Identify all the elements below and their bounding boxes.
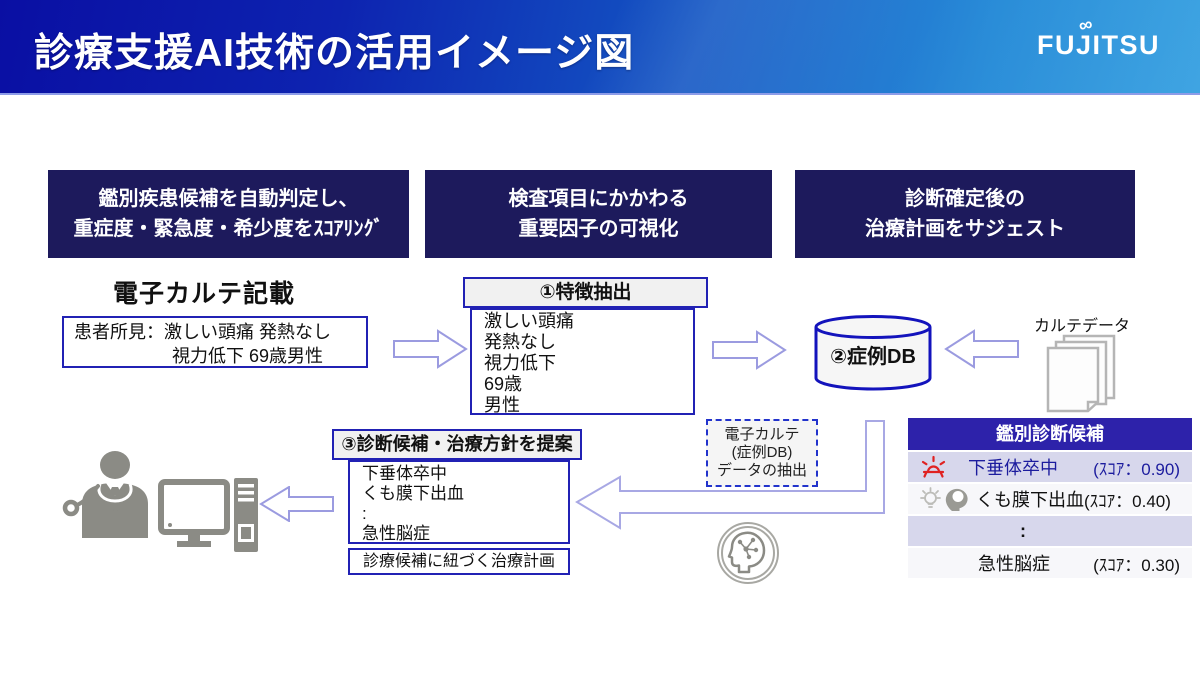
arrow-right-icon	[393, 329, 468, 369]
bulb-icon	[920, 486, 941, 512]
diagnosis-name: 急性脳症	[978, 554, 1050, 574]
extraction-note-line: (症例DB)	[731, 444, 793, 461]
extraction-note-box: 電子カルテ (症例DB) データの抽出	[706, 419, 818, 487]
proposal-title: ③診断候補・治療方針を提案	[332, 429, 582, 460]
case-db-label: ②症例DB	[830, 346, 916, 368]
header-bar: 診療支援AI技術の活用イメージ図 ∞ FUJITSU	[0, 0, 1200, 95]
proposal-list-box: 下垂体卒中 くも膜下出血 : 急性脳症	[348, 460, 570, 544]
proposal-item: 下垂体卒中	[362, 464, 447, 483]
diagnosis-score: (ｽｺｱ：0.30)	[1093, 555, 1180, 575]
table-row: 下垂体卒中 (ｽｺｱ：0.90)	[908, 450, 1192, 482]
feature-extraction-title: ①特徴抽出	[463, 277, 708, 308]
feature-item: 69歳	[484, 374, 523, 394]
patient-findings-box: 患者所見：激しい頭痛 発熱なし 視力低下 69歳男性	[62, 316, 368, 368]
fujitsu-logo-text: FUJITSU	[1036, 30, 1160, 60]
arrow-left-icon	[944, 329, 1019, 369]
karte-data-label: カルテデータ	[1033, 318, 1130, 335]
arrow-left-icon	[259, 486, 334, 522]
diagnosis-name: くも膜下出血	[976, 490, 1084, 510]
treatment-plan-box: 診療候補に紐づく治療計画	[348, 548, 570, 575]
page-title: 診療支援AI技術の活用イメージ図	[34, 32, 635, 75]
diagnosis-table: 鑑別診断候補 下垂体卒中 (ｽｺｱ：0.90)	[908, 418, 1192, 578]
pillar-line: 検査項目にかかわる	[508, 188, 689, 210]
head-idea-icon	[943, 486, 970, 512]
table-row: くも膜下出血 (ｽｺｱ：0.40)	[908, 482, 1192, 514]
diagnosis-name: 下垂体卒中	[968, 458, 1058, 478]
ai-brain-icon	[717, 522, 779, 584]
extraction-note-line: データの抽出	[716, 462, 807, 479]
diagnosis-score: (ｽｺｱ：0.40)	[1084, 491, 1171, 511]
feature-list-box: 激しい頭痛 発熱なし 視力低下 69歳 男性	[470, 308, 695, 415]
fujitsu-logo: ∞ FUJITSU	[1036, 14, 1160, 61]
diagnosis-table-title: 鑑別診断候補	[908, 418, 1192, 450]
table-row: :	[908, 514, 1192, 546]
pillar-scoring: 鑑別疾患候補を自動判定し、 重症度・緊急度・希少度をｽｺｱﾘﾝｸﾞ	[48, 170, 409, 258]
bent-arrow-left-icon	[575, 420, 885, 530]
documents-icon	[1046, 334, 1116, 413]
pillar-line: 重要因子の可視化	[518, 218, 679, 240]
pillar-line: 診断確定後の	[905, 188, 1025, 210]
pillar-suggest: 診断確定後の 治療計画をサジェスト	[795, 170, 1135, 258]
feature-item: 視力低下	[484, 353, 556, 373]
proposal-item: くも膜下出血	[362, 484, 464, 503]
ehr-heading: 電子カルテ記載	[113, 280, 296, 308]
table-row: 急性脳症 (ｽｺｱ：0.30)	[908, 546, 1192, 578]
proposal-item: :	[362, 504, 367, 523]
doctor-icon	[62, 451, 148, 538]
pillar-line: 重症度・緊急度・希少度をｽｺｱﾘﾝｸﾞ	[73, 218, 384, 240]
case-db-cylinder	[814, 315, 932, 391]
patient-finding-line: 視力低下 69歳男性	[172, 346, 324, 366]
diagnosis-score: (ｽｺｱ：0.90)	[1093, 459, 1180, 479]
computer-icon	[158, 478, 258, 552]
diagnosis-name: :	[1020, 520, 1026, 541]
arrow-right-icon	[712, 330, 787, 370]
siren-icon	[920, 455, 946, 479]
extraction-note-line: 電子カルテ	[724, 426, 800, 443]
pillar-visualization: 検査項目にかかわる 重要因子の可視化	[425, 170, 772, 258]
pillar-line: 治療計画をサジェスト	[865, 218, 1065, 240]
pillar-line: 鑑別疾患候補を自動判定し、	[98, 188, 359, 210]
patient-finding-line: 患者所見：激しい頭痛 発熱なし	[74, 322, 331, 342]
proposal-item: 急性脳症	[362, 524, 430, 543]
feature-item: 激しい頭痛	[484, 311, 574, 331]
feature-item: 発熱なし	[484, 332, 556, 352]
feature-item: 男性	[484, 395, 520, 415]
